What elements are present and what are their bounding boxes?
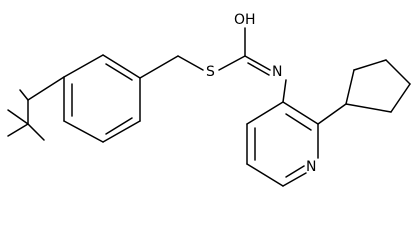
molecule-diagram: OH S N N (7, 12, 411, 187)
imine-nitrogen-label: N (272, 64, 282, 80)
tert-butyl-group (7, 89, 45, 141)
bond (27, 76, 65, 101)
bond (218, 55, 246, 71)
bond (7, 109, 29, 125)
bond (102, 54, 141, 79)
bond (247, 62, 270, 76)
bond (7, 123, 29, 137)
bond (102, 120, 141, 143)
sulfur-label: S (206, 64, 215, 80)
cyclopentyl-group (317, 59, 411, 125)
bond (244, 55, 271, 71)
bond (63, 120, 104, 143)
hydroxyl-label: OH (234, 12, 256, 28)
bond (27, 123, 45, 141)
bond (246, 163, 284, 187)
bond (390, 83, 411, 113)
thiocarbamate-core (139, 27, 271, 79)
bond (63, 54, 104, 78)
pyridine-ring (246, 79, 319, 187)
bond (285, 165, 305, 178)
bond (353, 59, 387, 71)
bond (19, 89, 29, 101)
bond (317, 103, 347, 125)
bond (285, 113, 312, 131)
pyridine-nitrogen-label: N (306, 159, 316, 175)
benzene-ring (27, 54, 141, 143)
bond (282, 101, 319, 125)
structure-drawing: OH S N N (7, 12, 411, 187)
bond (139, 55, 179, 79)
bond (385, 59, 411, 85)
bond (345, 103, 392, 113)
bond (246, 101, 284, 125)
bond (282, 172, 307, 187)
bond (105, 117, 133, 135)
bond (177, 55, 204, 71)
bond (282, 79, 287, 103)
bond (345, 69, 355, 105)
bond (105, 63, 133, 81)
